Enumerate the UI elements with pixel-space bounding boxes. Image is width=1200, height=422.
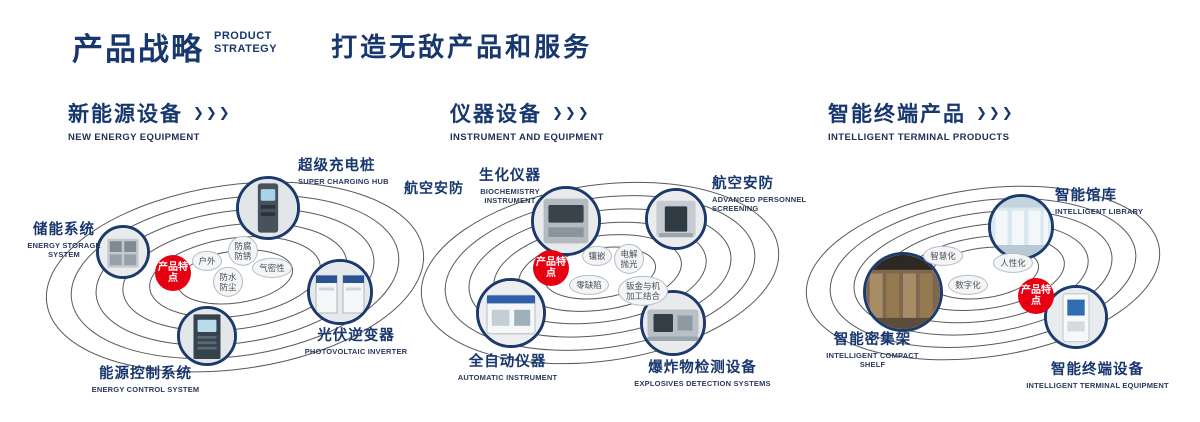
section-subtitle: INTELLIGENT TERMINAL PRODUCTS <box>828 132 1010 143</box>
section-title: 智能终端产品 <box>828 103 966 126</box>
feature-bubble: 电解抛光 <box>614 243 644 275</box>
energy-storage-photo <box>96 225 150 279</box>
label-intelligent-library: 智能馆库 INTELLIGENT LIBRARY <box>1055 184 1165 216</box>
intelligent-compact-shelf-photo <box>863 252 943 332</box>
feature-bubble: 钣金与机加工结合 <box>618 275 668 307</box>
product-features-badge: 产品特点 <box>533 250 569 286</box>
product-name-en: BIOCHEMISTRY INSTRUMENT <box>480 187 540 205</box>
product-name: 能源控制系统 <box>99 366 192 382</box>
product-name: 生化仪器 <box>479 168 541 184</box>
label-biochemistry-instrument: 生化仪器 BIOCHEMISTRY INSTRUMENT <box>455 164 565 205</box>
feature-bubble: 气密性 <box>252 257 292 279</box>
page-title-en-line2: STRATEGY <box>214 42 278 55</box>
super-charging-hub-photo <box>236 176 300 240</box>
product-name-en: ENERGY CONTROL SYSTEM <box>91 385 200 394</box>
page-header: 产品战略 PRODUCT STRATEGY 打造无敌产品和服务 <box>72 24 592 69</box>
product-name: 超级充电桩 <box>298 158 376 174</box>
product-name-en: INTELLIGENT LIBRARY <box>1055 207 1144 216</box>
section-title: 新能源设备 <box>68 103 183 126</box>
intelligent-terminal-photo <box>1044 285 1108 349</box>
page-title-en-line1: PRODUCT <box>214 30 272 42</box>
product-name-en: AUTOMATIC INSTRUMENT <box>457 373 558 382</box>
product-name-en: ADVANCED PERSONNEL SCREENING <box>712 195 807 213</box>
product-name-en: INTELLIGENT TERMINAL EQUIPMENT <box>1026 381 1169 390</box>
feature-bubble: 数字化 <box>948 274 988 296</box>
slogan-text: 打造无敌产品和服务 <box>331 32 593 62</box>
product-name: 智能终端设备 <box>1051 362 1144 378</box>
product-name-en: PHOTOVOLTAIC INVERTER <box>304 347 408 356</box>
chevrons-icon: ❯❯❯ <box>552 105 591 120</box>
section-title-new-energy: 新能源设备 ❯❯❯ NEW ENERGY EQUIPMENT <box>68 98 232 143</box>
energy-control-system-photo <box>177 306 237 366</box>
feature-bubble: 防腐防锈 <box>228 235 258 267</box>
feature-bubble: 户外 <box>192 250 222 272</box>
feature-bubble: 镶嵌 <box>582 245 612 267</box>
product-name-en: ENERGY STORAGE SYSTEM <box>27 241 101 259</box>
product-features-badge: 产品特点 <box>1018 278 1054 314</box>
label-intelligent-terminal-equipment: 智能终端设备 INTELLIGENT TERMINAL EQUIPMENT <box>1015 358 1180 390</box>
product-name: 航空安防 <box>712 176 774 192</box>
product-name: 全自动仪器 <box>468 354 547 370</box>
page-title-en: PRODUCT STRATEGY <box>214 30 277 55</box>
feature-bubble: 防水防尘 <box>213 266 243 298</box>
intelligent-library-photo <box>988 194 1054 260</box>
label-explosives-detection: 爆炸物检测设备 EXPLOSIVES DETECTION SYSTEMS <box>630 356 775 388</box>
label-super-charging-hub: 超级充电桩 SUPER CHARGING HUB <box>298 154 413 186</box>
label-intelligent-compact-shelf: 智能密集架 INTELLIGENT COMPACT SHELF <box>820 328 925 369</box>
photovoltaic-inverter-photo <box>307 259 373 325</box>
product-name-en: EXPLOSIVES DETECTION SYSTEMS <box>634 379 771 388</box>
automatic-instrument-photo <box>476 278 546 348</box>
label-automatic-instrument: 全自动仪器 AUTOMATIC INSTRUMENT <box>445 350 570 382</box>
biochemistry-instrument-photo <box>531 186 601 256</box>
product-name: 爆炸物检测设备 <box>648 360 757 376</box>
personnel-screening-photo <box>645 188 707 250</box>
product-name-en: INTELLIGENT COMPACT SHELF <box>826 351 919 369</box>
label-aviation-security-left: 航空安防 <box>404 180 464 196</box>
feature-bubble: 人性化 <box>993 252 1033 274</box>
product-name: 光伏逆变器 <box>317 328 395 344</box>
section-title-instruments: 仪器设备 ❯❯❯ INSTRUMENT AND EQUIPMENT <box>450 98 604 143</box>
product-name: 智能馆库 <box>1055 188 1117 204</box>
feature-bubble: 智慧化 <box>923 245 963 267</box>
section-title: 仪器设备 <box>450 103 542 126</box>
feature-bubble: 零缺陷 <box>569 274 609 296</box>
page-title: 产品战略 <box>72 32 204 67</box>
chevrons-icon: ❯❯❯ <box>976 105 1015 120</box>
product-features-badge: 产品特点 <box>155 255 191 291</box>
section-subtitle: NEW ENERGY EQUIPMENT <box>68 132 200 143</box>
label-energy-control-system: 能源控制系统 ENERGY CONTROL SYSTEM <box>88 362 203 394</box>
label-energy-storage: 储能系统 ENERGY STORAGE SYSTEM <box>20 218 108 259</box>
product-name: 智能密集架 <box>833 332 912 348</box>
label-photovoltaic-inverter: 光伏逆变器 PHOTOVOLTAIC INVERTER <box>296 324 416 356</box>
section-subtitle: INSTRUMENT AND EQUIPMENT <box>450 132 604 143</box>
label-personnel-screening: 航空安防 ADVANCED PERSONNEL SCREENING <box>712 172 822 213</box>
section-title-intelligent-terminal: 智能终端产品 ❯❯❯ INTELLIGENT TERMINAL PRODUCTS <box>828 98 1015 143</box>
product-name-en: SUPER CHARGING HUB <box>298 177 389 186</box>
product-name: 储能系统 <box>33 222 95 238</box>
chevrons-icon: ❯❯❯ <box>193 105 232 120</box>
